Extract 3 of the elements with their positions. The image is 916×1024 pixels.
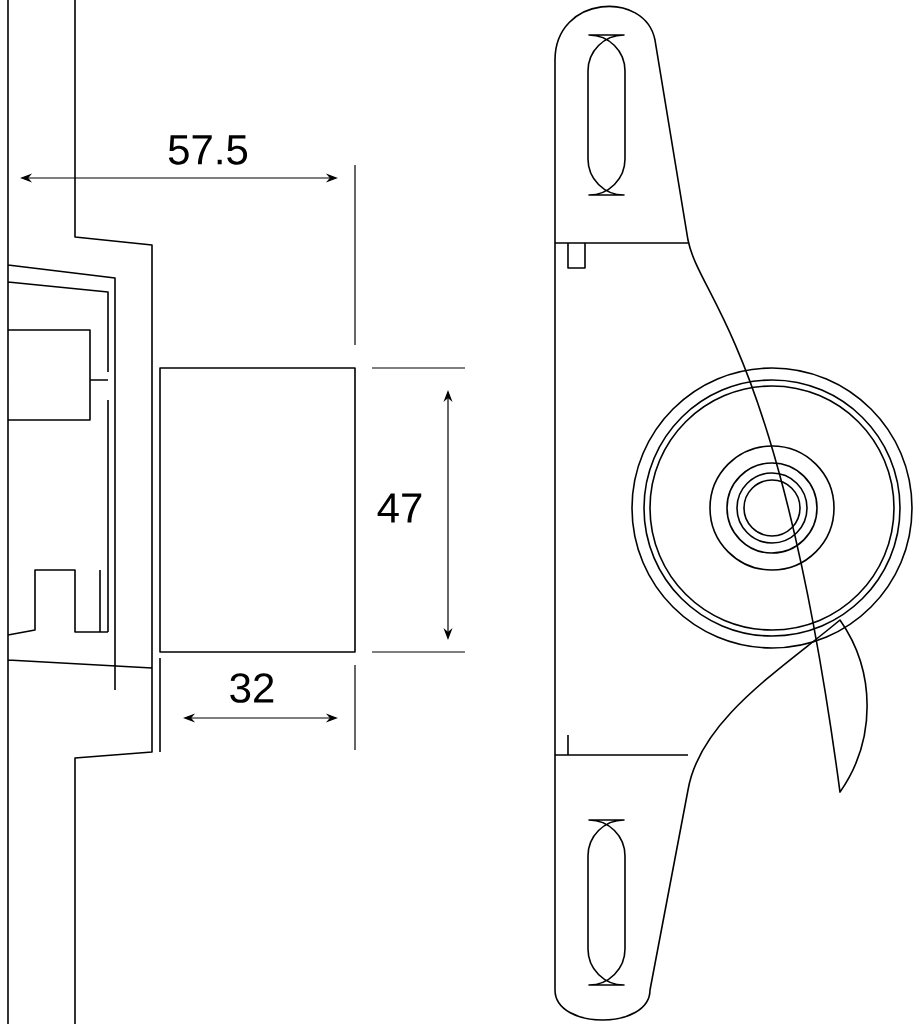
dimension-label: 32: [230, 673, 274, 703]
dimension-label: 47: [377, 493, 422, 523]
dimension-label: 57.5: [168, 135, 248, 165]
